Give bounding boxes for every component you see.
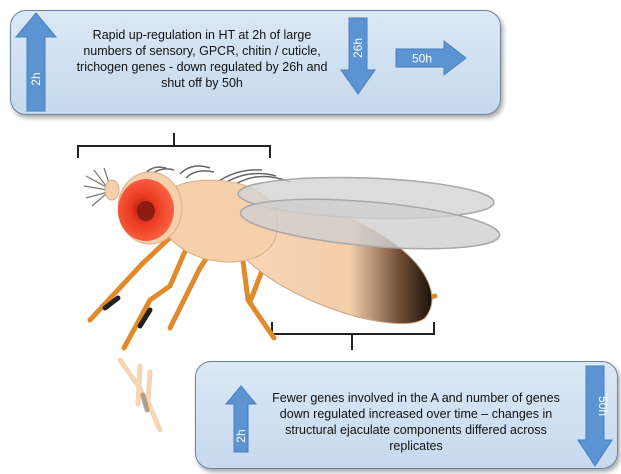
bottom-arrow-down-label: 50h [596, 396, 610, 416]
arrow-up-2h-icon: 2h [226, 386, 256, 452]
top-annotation-box: 2h Rapid up-regulation in HT at 2h of la… [10, 10, 501, 115]
head-thorax-bracket [78, 133, 270, 158]
arrow-right-50h-icon: 50h [396, 41, 466, 75]
bottom-annotation-text: Fewer genes involved in the A and number… [266, 390, 566, 454]
bottom-arrow-up-label: 2h [234, 429, 248, 442]
top-arrow-down-label: 26h [351, 38, 365, 58]
top-arrow-right-label: 50h [412, 52, 432, 66]
bottom-annotation-box: 2h Fewer genes involved in the A and num… [195, 361, 618, 469]
leg-front-2 [124, 240, 190, 348]
arrow-down-26h-icon: 26h [341, 18, 375, 94]
abdomen-bracket [272, 322, 434, 350]
top-annotation-text: Rapid up-regulation in HT at 2h of large… [67, 27, 337, 91]
arrow-down-50h-icon: 50h [578, 366, 612, 466]
arrow-up-2h-icon: 2h [16, 13, 56, 111]
top-arrow-up-label: 2h [29, 72, 43, 85]
